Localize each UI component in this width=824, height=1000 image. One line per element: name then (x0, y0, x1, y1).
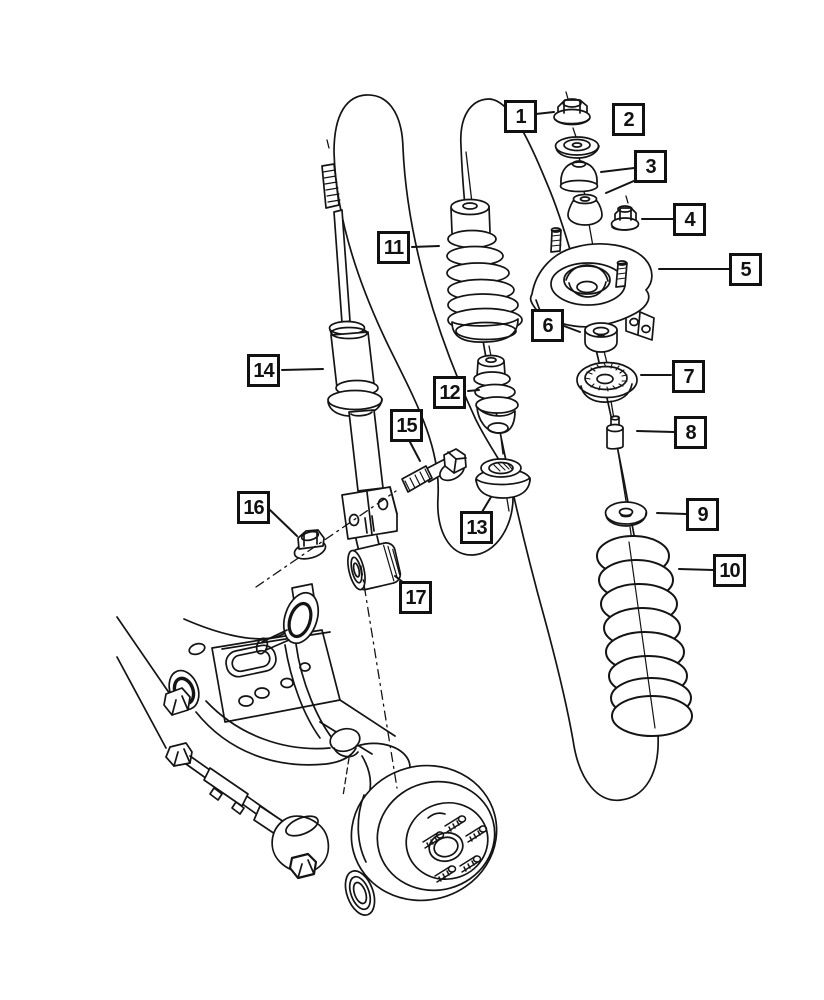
jounce-bumper (473, 354, 519, 434)
crossmember-bracket-plate (211, 629, 396, 755)
spacer-bumper (606, 415, 624, 450)
clevis-bolt (401, 448, 467, 493)
callout-9[interactable]: 9 (686, 498, 719, 531)
callout-15-label: 15 (396, 414, 417, 437)
callout-12[interactable]: 12 (433, 376, 466, 409)
callout-16-label: 16 (243, 496, 264, 519)
wheel-studs (422, 815, 488, 883)
callout-6-label: 6 (542, 314, 553, 337)
leader-14 (281, 368, 324, 371)
leader-3b (605, 179, 637, 194)
hub-seal-ring (344, 870, 376, 916)
callout-2-label: 2 (623, 108, 634, 131)
callout-11-label: 11 (383, 236, 404, 259)
retainer-washer (554, 136, 600, 159)
dust-boot (446, 198, 523, 343)
callout-15[interactable]: 15 (390, 409, 423, 442)
callout-6[interactable]: 6 (531, 309, 564, 342)
strut-rod-nut (553, 98, 591, 126)
lower-spring-isolator (475, 458, 531, 499)
callout-1[interactable]: 1 (504, 100, 537, 133)
callout-7-label: 7 (683, 365, 694, 388)
callout-3[interactable]: 3 (634, 150, 667, 183)
callout-5-label: 5 (740, 258, 751, 281)
leader-13 (481, 496, 492, 513)
leader-15 (409, 441, 421, 462)
callout-14[interactable]: 14 (247, 354, 280, 387)
centerline-axes (255, 490, 398, 789)
callout-3-label: 3 (645, 155, 656, 178)
callout-10-label: 10 (719, 559, 740, 582)
assembly-outline-left-capsule (333, 94, 514, 556)
callout-5[interactable]: 5 (729, 253, 762, 286)
tie-rod (165, 742, 330, 880)
grommet-bushing-upper (559, 160, 599, 193)
upper-control-arm (163, 583, 361, 797)
callout-10[interactable]: 10 (713, 554, 746, 587)
callout-7[interactable]: 7 (672, 360, 705, 393)
spring-retainer-washer (604, 501, 648, 527)
frame-hole (188, 642, 206, 656)
leader-11 (411, 245, 440, 248)
callout-9-label: 9 (697, 503, 708, 526)
leader-9 (656, 512, 687, 515)
leader-1 (535, 111, 555, 115)
brake-hub-drum (350, 764, 498, 902)
callout-12-label: 12 (439, 381, 460, 404)
leader-3a (600, 167, 635, 173)
mount-stud-nut (610, 205, 640, 231)
callout-1-label: 1 (515, 105, 526, 128)
clevis-nut (293, 529, 327, 560)
callout-8[interactable]: 8 (674, 416, 707, 449)
grommet-bushing-lower (567, 193, 603, 226)
callout-17[interactable]: 17 (399, 581, 432, 614)
leader-12 (467, 389, 480, 392)
leader-lines (269, 111, 730, 584)
callout-2[interactable]: 2 (612, 103, 645, 136)
callout-13-label: 13 (466, 516, 487, 539)
tie-rod-bolt (165, 742, 193, 767)
callout-8-label: 8 (685, 421, 696, 444)
coil-spring (596, 535, 693, 737)
leader-10 (678, 568, 714, 571)
tie-rod-end-nut (288, 852, 318, 880)
control-arm-bushing (347, 542, 402, 591)
leader-6 (563, 325, 581, 333)
leader-16 (269, 509, 298, 537)
isolator-sleeve-bearing (584, 322, 618, 353)
leader-8 (636, 430, 675, 433)
upper-spring-seat-bearing (576, 361, 638, 403)
shock-upper-mount-bracket (529, 227, 655, 341)
callout-16[interactable]: 16 (237, 491, 270, 524)
callout-13[interactable]: 13 (460, 511, 493, 544)
callout-14-label: 14 (253, 359, 274, 382)
callout-17-label: 17 (405, 586, 426, 609)
axis-line-boot-top (465, 151, 473, 204)
callout-11[interactable]: 11 (377, 231, 410, 264)
callout-4-label: 4 (684, 208, 695, 231)
callout-4[interactable]: 4 (673, 203, 706, 236)
